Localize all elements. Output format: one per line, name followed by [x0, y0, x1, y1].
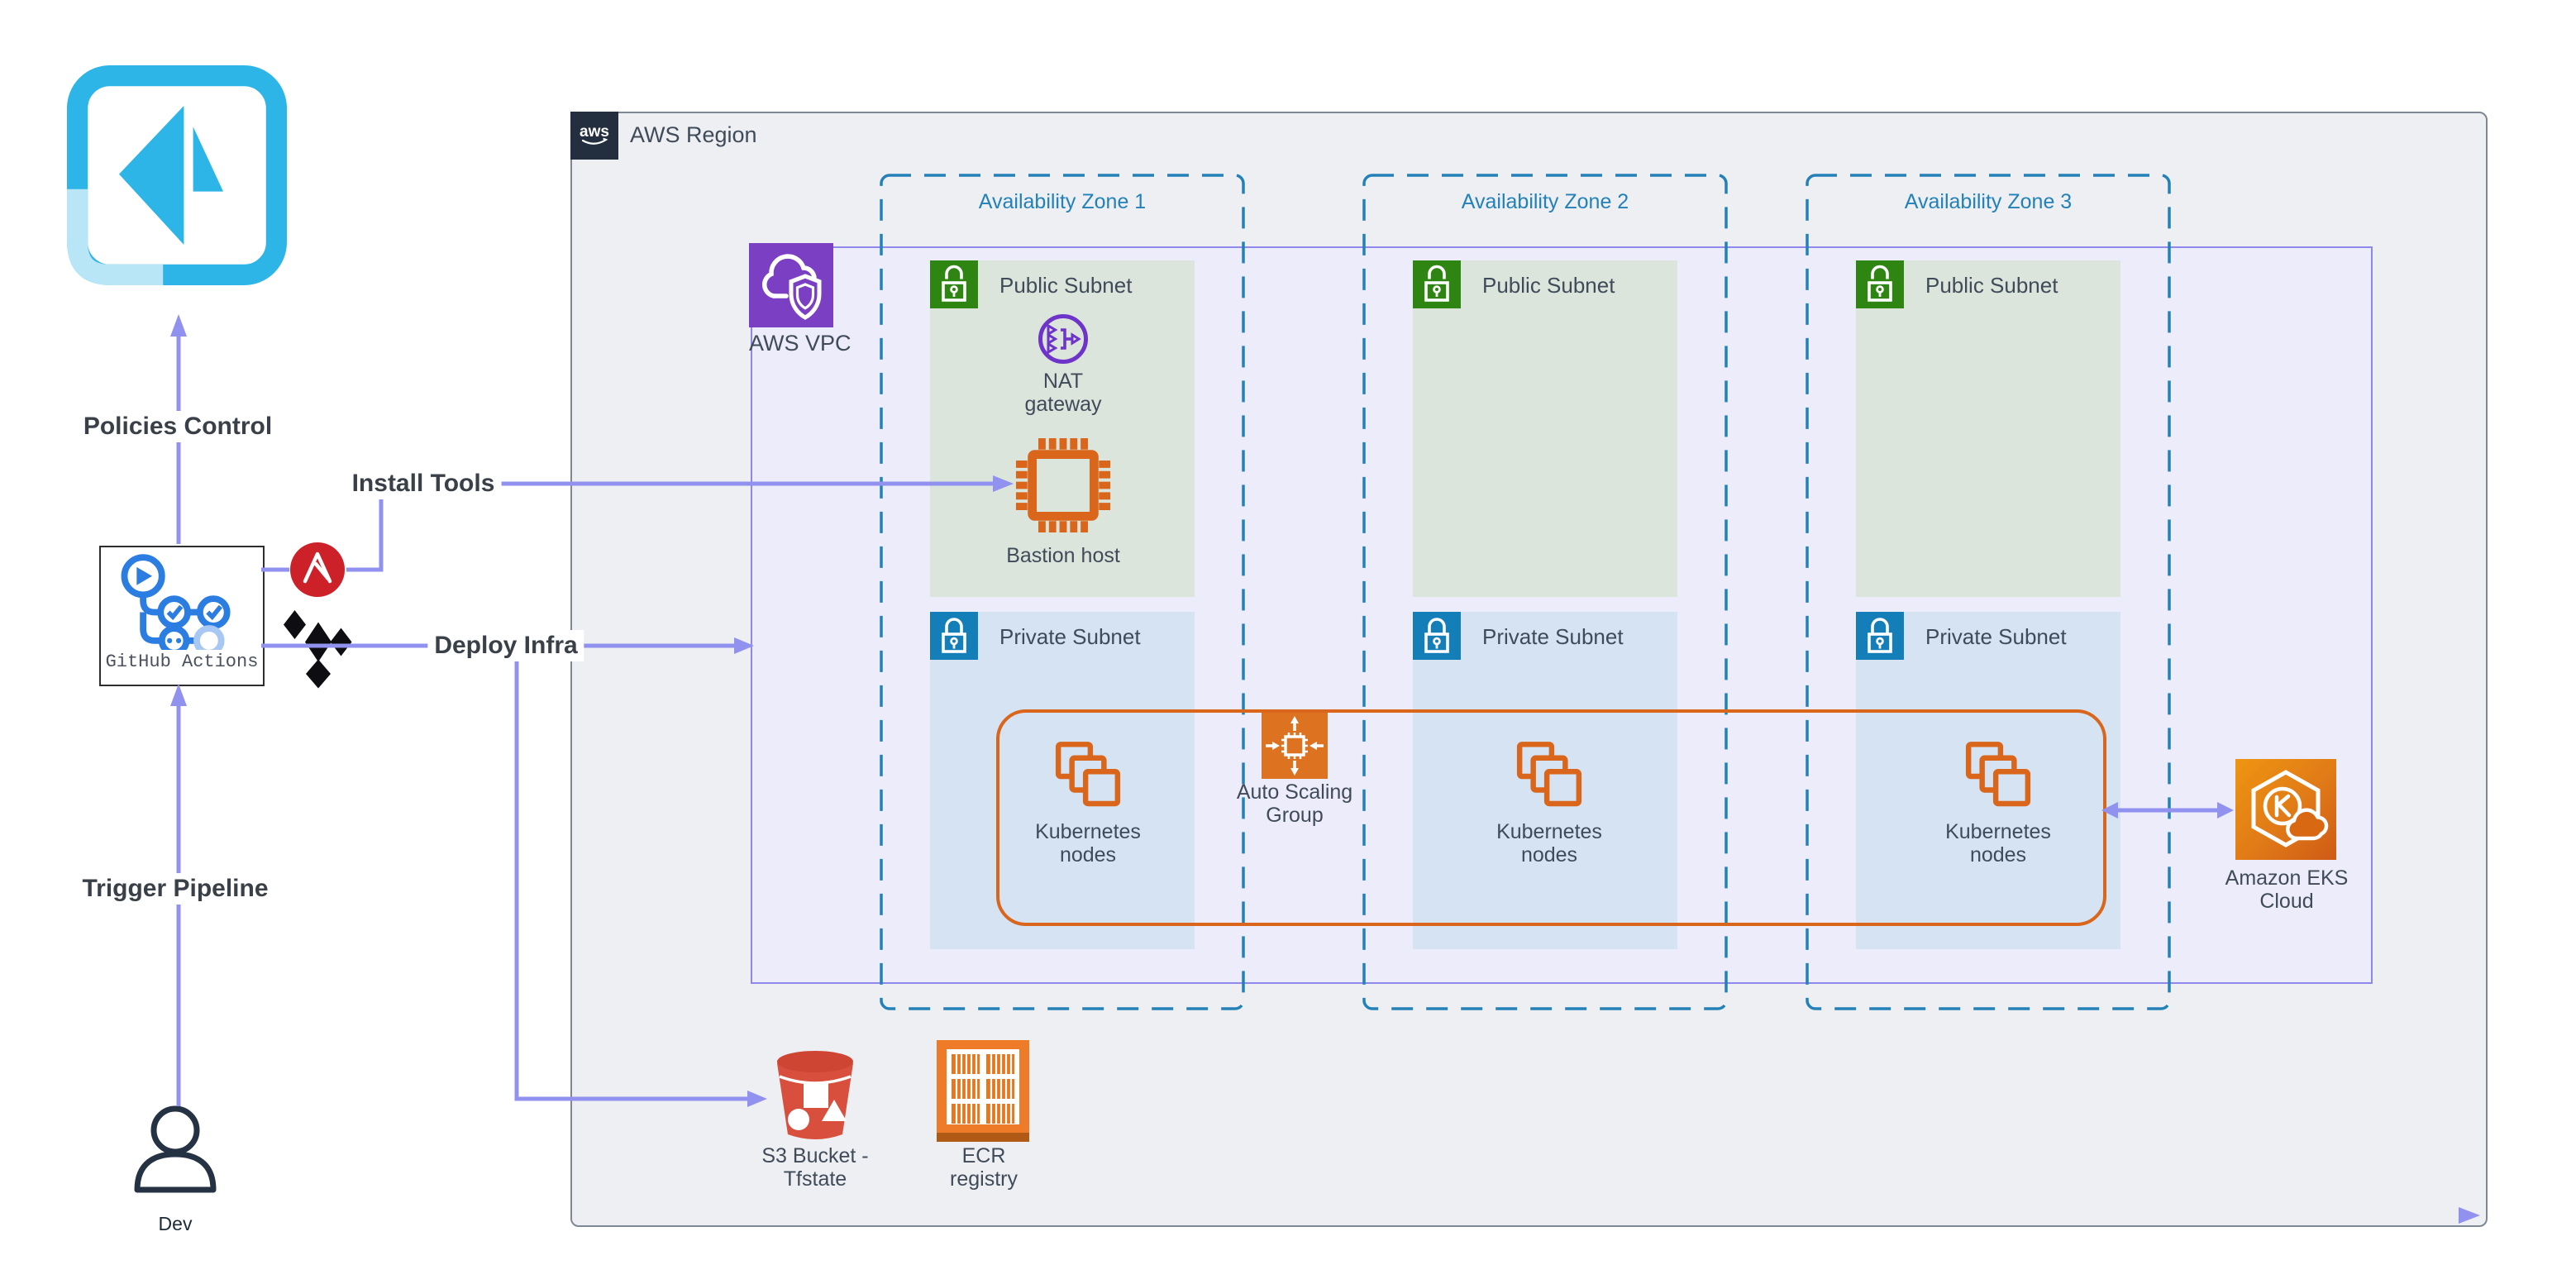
terraform-icon — [284, 610, 352, 689]
auto-scaling-group-label: Auto Scaling Group — [1236, 780, 1353, 827]
github-actions-label: GitHub Actions — [105, 652, 259, 672]
amazon-eks-icon — [2235, 759, 2336, 860]
ecr-registry-icon — [937, 1040, 1029, 1142]
dev-user-icon — [134, 1105, 217, 1193]
private-subnet-lock-icon — [1413, 612, 1461, 660]
private-subnet-label: Private Subnet — [1925, 624, 2067, 649]
availability-zone-3-label: Availability Zone 3 — [1904, 190, 2073, 213]
trigger-pipeline-label: Trigger Pipeline — [75, 873, 275, 905]
public-subnet-lock-icon — [930, 260, 978, 308]
kubernetes-nodes-label: Kubernetes nodes — [1496, 820, 1602, 866]
availability-zone-2-label: Availability Zone 2 — [1461, 190, 1629, 213]
s3-bucket-icon — [777, 1051, 853, 1139]
auto-scaling-group-icon — [1262, 713, 1328, 779]
private-subnet-lock-icon — [930, 612, 978, 660]
kubernetes-nodes-icon-az1 — [1052, 741, 1123, 812]
private-subnet-label: Private Subnet — [999, 624, 1141, 649]
aws-vpc-icon — [749, 243, 833, 327]
public-subnet-label: Public Subnet — [999, 273, 1133, 298]
nat-gateway-icon — [1038, 314, 1088, 364]
public-subnet-az3 — [1856, 260, 2120, 597]
public-subnet-lock-icon — [1413, 260, 1461, 308]
private-subnet-label: Private Subnet — [1482, 624, 1624, 649]
ansible-icon — [290, 542, 345, 597]
github-actions-icon — [121, 554, 231, 650]
aws-vpc-label: AWS VPC — [749, 331, 852, 356]
aws-logo-badge: aws — [570, 112, 618, 160]
pipeline-logo-icon — [67, 65, 287, 285]
install-tools-label: Install Tools — [345, 468, 502, 499]
s3-bucket-label: S3 Bucket - Tfstate — [761, 1144, 869, 1191]
bastion-host-label: Bastion host — [1006, 544, 1120, 567]
trigger-pipeline-arrowhead — [170, 684, 187, 706]
ecr-registry-label: ECR registry — [950, 1144, 1018, 1191]
public-subnet-label: Public Subnet — [1482, 273, 1615, 298]
availability-zone-1-label: Availability Zone 1 — [978, 190, 1147, 213]
aws-logo-text: aws — [580, 123, 609, 141]
public-subnet-label: Public Subnet — [1925, 273, 2058, 298]
kubernetes-nodes-label: Kubernetes nodes — [1945, 820, 2051, 866]
kubernetes-nodes-icon-az2 — [1514, 741, 1585, 812]
deploy-infra-label: Deploy Infra — [427, 630, 584, 661]
public-subnet-lock-icon — [1856, 260, 1904, 308]
amazon-eks-label: Amazon EKS Cloud — [2225, 866, 2349, 913]
kubernetes-nodes-icon-az3 — [1963, 741, 2034, 812]
kubernetes-nodes-label: Kubernetes nodes — [1035, 820, 1141, 866]
bastion-host-icon — [1015, 437, 1111, 533]
public-subnet-az2 — [1413, 260, 1677, 597]
github-actions-node: GitHub Actions — [99, 546, 265, 686]
nat-gateway-label: NAT gateway — [1024, 370, 1102, 416]
policies-control-label: Policies Control — [76, 411, 279, 442]
policies-control-arrowhead — [170, 314, 187, 337]
aws-logo-icon: aws — [580, 123, 609, 145]
aws-region-label: AWS Region — [630, 122, 757, 147]
private-subnet-lock-icon — [1856, 612, 1904, 660]
dev-label: Dev — [158, 1213, 193, 1234]
